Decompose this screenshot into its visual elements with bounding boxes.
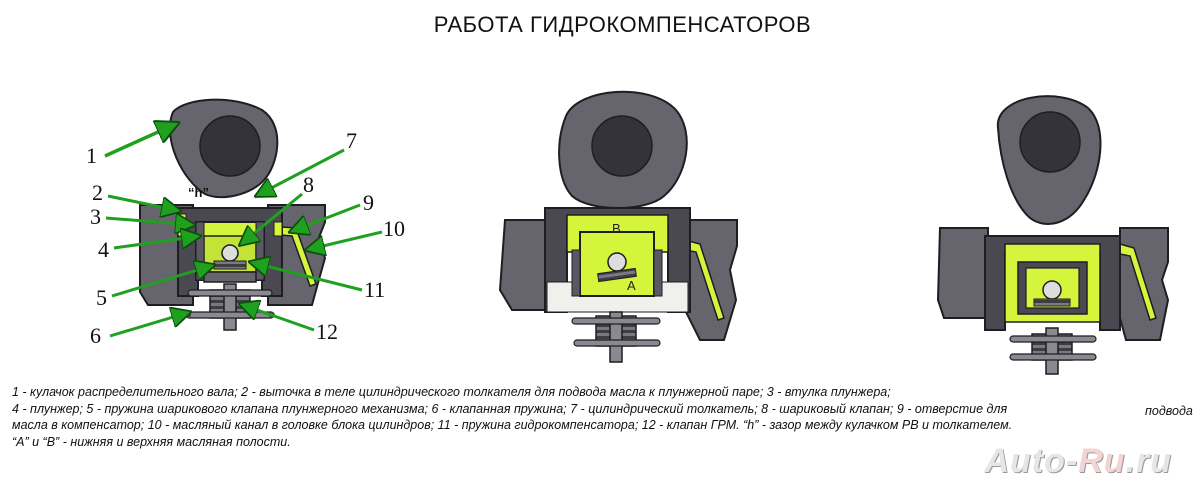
- watermark-part-2: Ru: [1078, 442, 1126, 480]
- cavity-label-b: B: [612, 221, 621, 236]
- callout-8: 8: [303, 172, 314, 197]
- legend-line-2-tail: подвода: [1145, 404, 1193, 418]
- valve-stem-3: [1045, 327, 1059, 375]
- legend-line-3: масла в компенсатор; 10 - масляный канал…: [12, 418, 1013, 432]
- camshaft-core: [199, 115, 261, 177]
- ball-spring-3: [1033, 298, 1071, 307]
- camshaft-core-2: [591, 115, 653, 177]
- valve-lower-plate-2: [573, 339, 661, 347]
- callout-12: 12: [316, 319, 338, 344]
- legend-line-2: 4 - плунжер; 5 - пружина шарикового клап…: [12, 401, 1008, 416]
- plunger-wall-left-2: [571, 249, 581, 297]
- panel-1-diagram: “h” 1 2 3 4 5 6 7 8 9 10 11 12: [86, 98, 405, 348]
- plunger-wall-right: [255, 221, 265, 281]
- valve-retainer-3: [1009, 335, 1097, 343]
- valve-retainer: [187, 289, 273, 297]
- callout-1: 1: [86, 143, 97, 168]
- valve-lower-plate: [185, 311, 275, 319]
- ball-spring-2: [597, 267, 637, 283]
- compensator-lower-body: [203, 271, 257, 283]
- watermark-part-3: .ru: [1125, 442, 1172, 480]
- arrow-3: [105, 218, 194, 225]
- callout-3: 3: [90, 204, 101, 229]
- ball-valve-8: [221, 244, 239, 262]
- diagram-title: РАБОТА ГИДРОКОМПЕНСАТОРОВ: [433, 12, 812, 37]
- gap-label-h: “h”: [188, 185, 209, 200]
- arrow-9: [290, 203, 361, 232]
- arrow-11: [250, 262, 363, 292]
- ball-spring-5: [213, 260, 247, 270]
- ball-valve-3: [1042, 280, 1062, 300]
- watermark-logo: Auto-Ru.ru: [984, 442, 1172, 481]
- callout-6: 6: [90, 323, 101, 348]
- arrow-6: [109, 312, 190, 338]
- plunger-wall-right-2: [653, 249, 663, 297]
- callout-4: 4: [98, 237, 109, 262]
- arrow-12: [240, 304, 315, 332]
- legend-line-1: 1 - кулачок распределительного вала; 2 -…: [12, 385, 891, 399]
- callout-11: 11: [364, 277, 385, 302]
- panel-2-diagram: B A: [498, 90, 738, 363]
- callout-7: 7: [346, 128, 357, 153]
- arrow-1: [104, 123, 178, 158]
- arrow-2: [107, 194, 180, 211]
- arrow-5: [111, 265, 214, 298]
- callout-2: 2: [92, 180, 103, 205]
- tappet-oil-groove-right: [273, 221, 283, 237]
- callout-5: 5: [96, 285, 107, 310]
- camshaft-core-3: [1019, 111, 1081, 173]
- panel-3-diagram: [936, 95, 1170, 375]
- cavity-label-a: A: [627, 278, 636, 293]
- arrow-8: [240, 192, 303, 245]
- callout-10: 10: [383, 216, 405, 241]
- legend: 1 - кулачок распределительного вала; 2 -…: [12, 384, 1200, 450]
- ball-valve-2: [607, 252, 627, 272]
- legend-line-4: “A” и “B” - нижняя и верхняя масляная по…: [12, 434, 291, 449]
- cylinder-head-left-3: [936, 227, 989, 319]
- arrow-4: [113, 236, 200, 250]
- watermark-part-1: Auto-: [984, 442, 1079, 480]
- valve-retainer-2: [571, 317, 661, 325]
- arrow-7: [256, 148, 345, 196]
- valve-lower-plate-3: [1009, 353, 1097, 361]
- callout-9: 9: [363, 190, 374, 215]
- arrow-10: [306, 230, 383, 250]
